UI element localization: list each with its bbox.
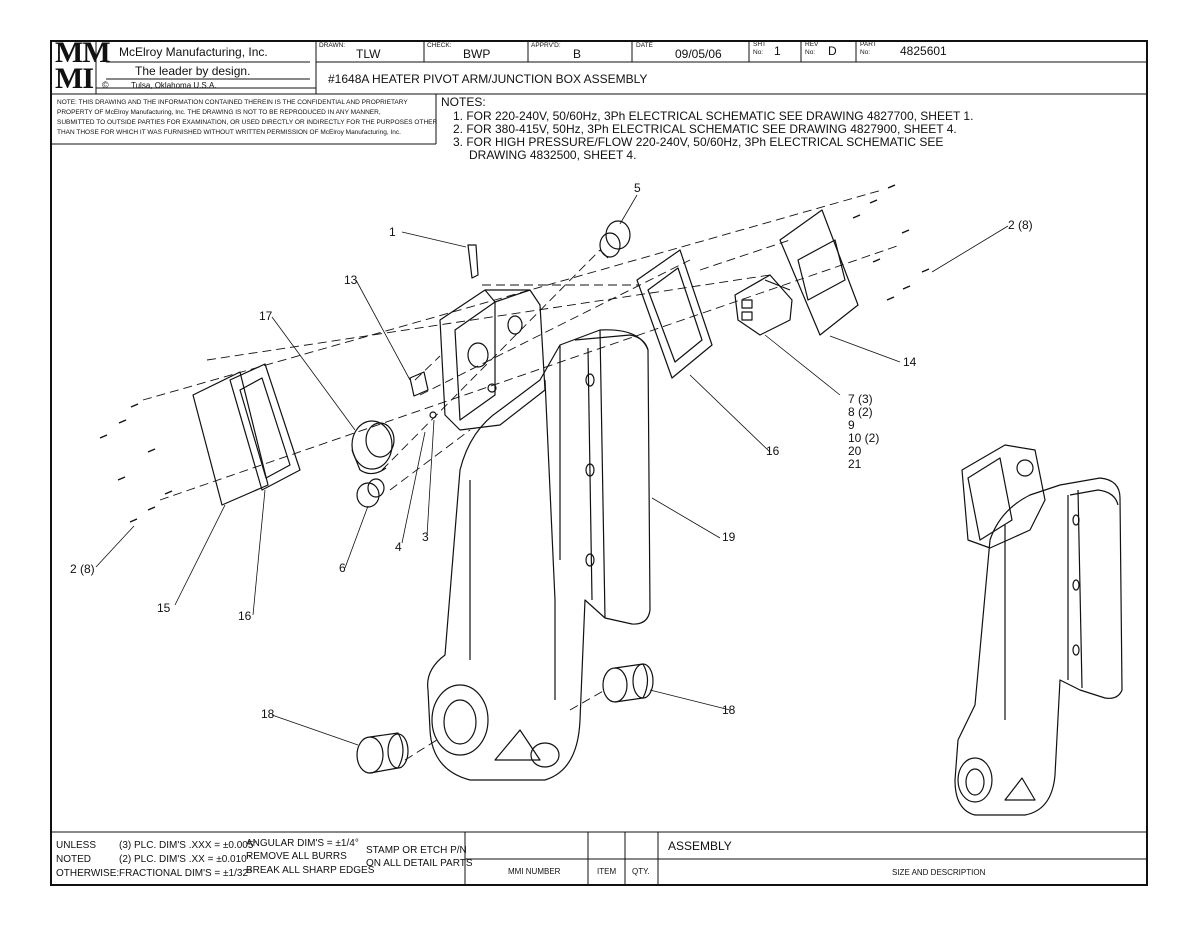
copyright-icon: © bbox=[102, 80, 109, 90]
bolt-part-1 bbox=[467, 244, 479, 279]
fitting-part-6 bbox=[356, 478, 385, 508]
gasket-part-16-right bbox=[636, 249, 713, 379]
callout-16-left: 16 bbox=[238, 609, 252, 623]
callout-17: 17 bbox=[259, 309, 273, 323]
callout-2-right: 2 (8) bbox=[1008, 218, 1033, 232]
break-edges: BREAK ALL SHARP EDGES bbox=[246, 865, 375, 876]
angular-tolerance: ANGULAR DIM'S = ±1/4° bbox=[246, 838, 359, 849]
confidential-note-1: NOTE: THIS DRAWING AND THE INFORMATION C… bbox=[57, 99, 408, 106]
mmi-number-header: MMI NUMBER bbox=[508, 867, 561, 876]
callout-18-left: 18 bbox=[261, 707, 275, 721]
note-1: 1. FOR 220-240V, 50/60Hz, 3Ph ELECTRICAL… bbox=[453, 109, 974, 123]
gasket-part-16-left bbox=[229, 363, 301, 491]
callout-10: 10 (2) bbox=[848, 431, 880, 445]
note-3: 3. FOR HIGH PRESSURE/FLOW 220-240V, 50/6… bbox=[453, 135, 944, 149]
knob-part-17 bbox=[351, 420, 395, 475]
callout-9: 9 bbox=[848, 418, 855, 432]
assembly-label: ASSEMBLY bbox=[668, 839, 732, 853]
qty-header: QTY. bbox=[632, 867, 650, 876]
stamp-note-2: ON ALL DETAIL PARTS bbox=[366, 858, 473, 869]
confidential-note-2: PROPERTY OF McElroy Manufacturing, Inc. … bbox=[57, 109, 381, 116]
callout-13: 13 bbox=[344, 273, 358, 287]
confidential-note-3: SUBMITTED TO OUTSIDE PARTIES FOR EXAMINA… bbox=[57, 119, 438, 126]
switch-part-4 bbox=[409, 371, 429, 397]
rev-label: REV bbox=[805, 41, 819, 48]
sht-label: SHT bbox=[753, 41, 766, 48]
apprvd-label: APPRV'D: bbox=[531, 42, 561, 49]
tolerance-fractional: FRACTIONAL DIM'S = ±1/32" bbox=[119, 868, 252, 879]
callout-3: 3 bbox=[422, 530, 429, 544]
part-value: 4825601 bbox=[900, 44, 947, 58]
check-label: CHECK: bbox=[427, 42, 452, 49]
callout-8: 8 (2) bbox=[848, 405, 873, 419]
logo-bottom: MI bbox=[55, 62, 94, 95]
callout-4: 4 bbox=[395, 540, 402, 554]
pivot-arm-part-19 bbox=[427, 329, 651, 781]
sht-value: 1 bbox=[774, 44, 781, 58]
callout-5: 5 bbox=[634, 181, 641, 195]
drawing-border bbox=[50, 40, 1148, 886]
callout-18-right: 18 bbox=[722, 703, 736, 717]
stamp-note-1: STAMP OR ETCH P/N bbox=[366, 845, 467, 856]
callout-19: 19 bbox=[722, 530, 736, 544]
rev-value: D bbox=[828, 44, 837, 58]
callout-6: 6 bbox=[339, 561, 346, 575]
terminal-block-assembly bbox=[734, 274, 793, 336]
cover-plate-part-15 bbox=[192, 371, 269, 506]
company-name: McElroy Manufacturing, Inc. bbox=[119, 45, 268, 59]
item-header: ITEM bbox=[597, 867, 617, 876]
cord-grip-part-5 bbox=[599, 220, 631, 259]
tolerance-2-place: (2) PLC. DIM'S .XX = ±0.010" bbox=[119, 854, 251, 865]
callout-1: 1 bbox=[389, 225, 396, 239]
noted-label: NOTED bbox=[56, 854, 91, 865]
confidential-note-4: THAN THOSE FOR WHICH IT WAS FURNISHED WI… bbox=[57, 129, 401, 136]
note-3-cont: DRAWING 4832500, SHEET 4. bbox=[469, 148, 637, 162]
callout-20: 20 bbox=[848, 444, 862, 458]
remove-burrs: REMOVE ALL BURRS bbox=[246, 851, 347, 862]
otherwise-label: OTHERWISE: bbox=[56, 868, 120, 879]
date-label: DATE bbox=[636, 42, 653, 49]
check-value: BWP bbox=[463, 47, 491, 61]
note-2: 2. FOR 380-415V, 50Hz, 3Ph ELECTRICAL SC… bbox=[453, 122, 957, 136]
callout-14: 14 bbox=[903, 355, 917, 369]
date-value: 09/05/06 bbox=[675, 47, 722, 61]
logo-top: MM bbox=[55, 36, 111, 69]
bushing-part-18-upper bbox=[602, 663, 654, 703]
sht-no-label: No: bbox=[753, 49, 764, 56]
bushing-part-18-lower bbox=[356, 732, 409, 774]
cover-plate-part-14 bbox=[779, 209, 859, 336]
unless-label: UNLESS bbox=[56, 840, 97, 851]
apprvd-value: B bbox=[573, 47, 582, 61]
callout-15: 15 bbox=[157, 601, 171, 615]
rev-no-label: No: bbox=[805, 49, 816, 56]
part-label: PART bbox=[860, 41, 877, 48]
size-description-header: SIZE AND DESCRIPTION bbox=[892, 868, 986, 877]
callout-7: 7 (3) bbox=[848, 392, 873, 406]
tolerance-3-place: (3) PLC. DIM'S .XXX = ±0.005" bbox=[119, 840, 257, 851]
callout-2-left: 2 (8) bbox=[70, 562, 95, 576]
drawn-value: TLW bbox=[356, 47, 381, 61]
assembled-reference-view bbox=[954, 444, 1123, 816]
notes-heading: NOTES: bbox=[441, 95, 486, 109]
callout-21: 21 bbox=[848, 457, 862, 471]
callout-16-right: 16 bbox=[766, 444, 780, 458]
drawing-title: #1648A HEATER PIVOT ARM/JUNCTION BOX ASS… bbox=[328, 72, 648, 86]
drawn-label: DRAWN: bbox=[319, 42, 346, 49]
company-location: Tulsa, Oklahoma U.S.A. bbox=[131, 81, 217, 90]
company-tagline: The leader by design. bbox=[135, 64, 251, 78]
part-no-label: No: bbox=[860, 49, 871, 56]
